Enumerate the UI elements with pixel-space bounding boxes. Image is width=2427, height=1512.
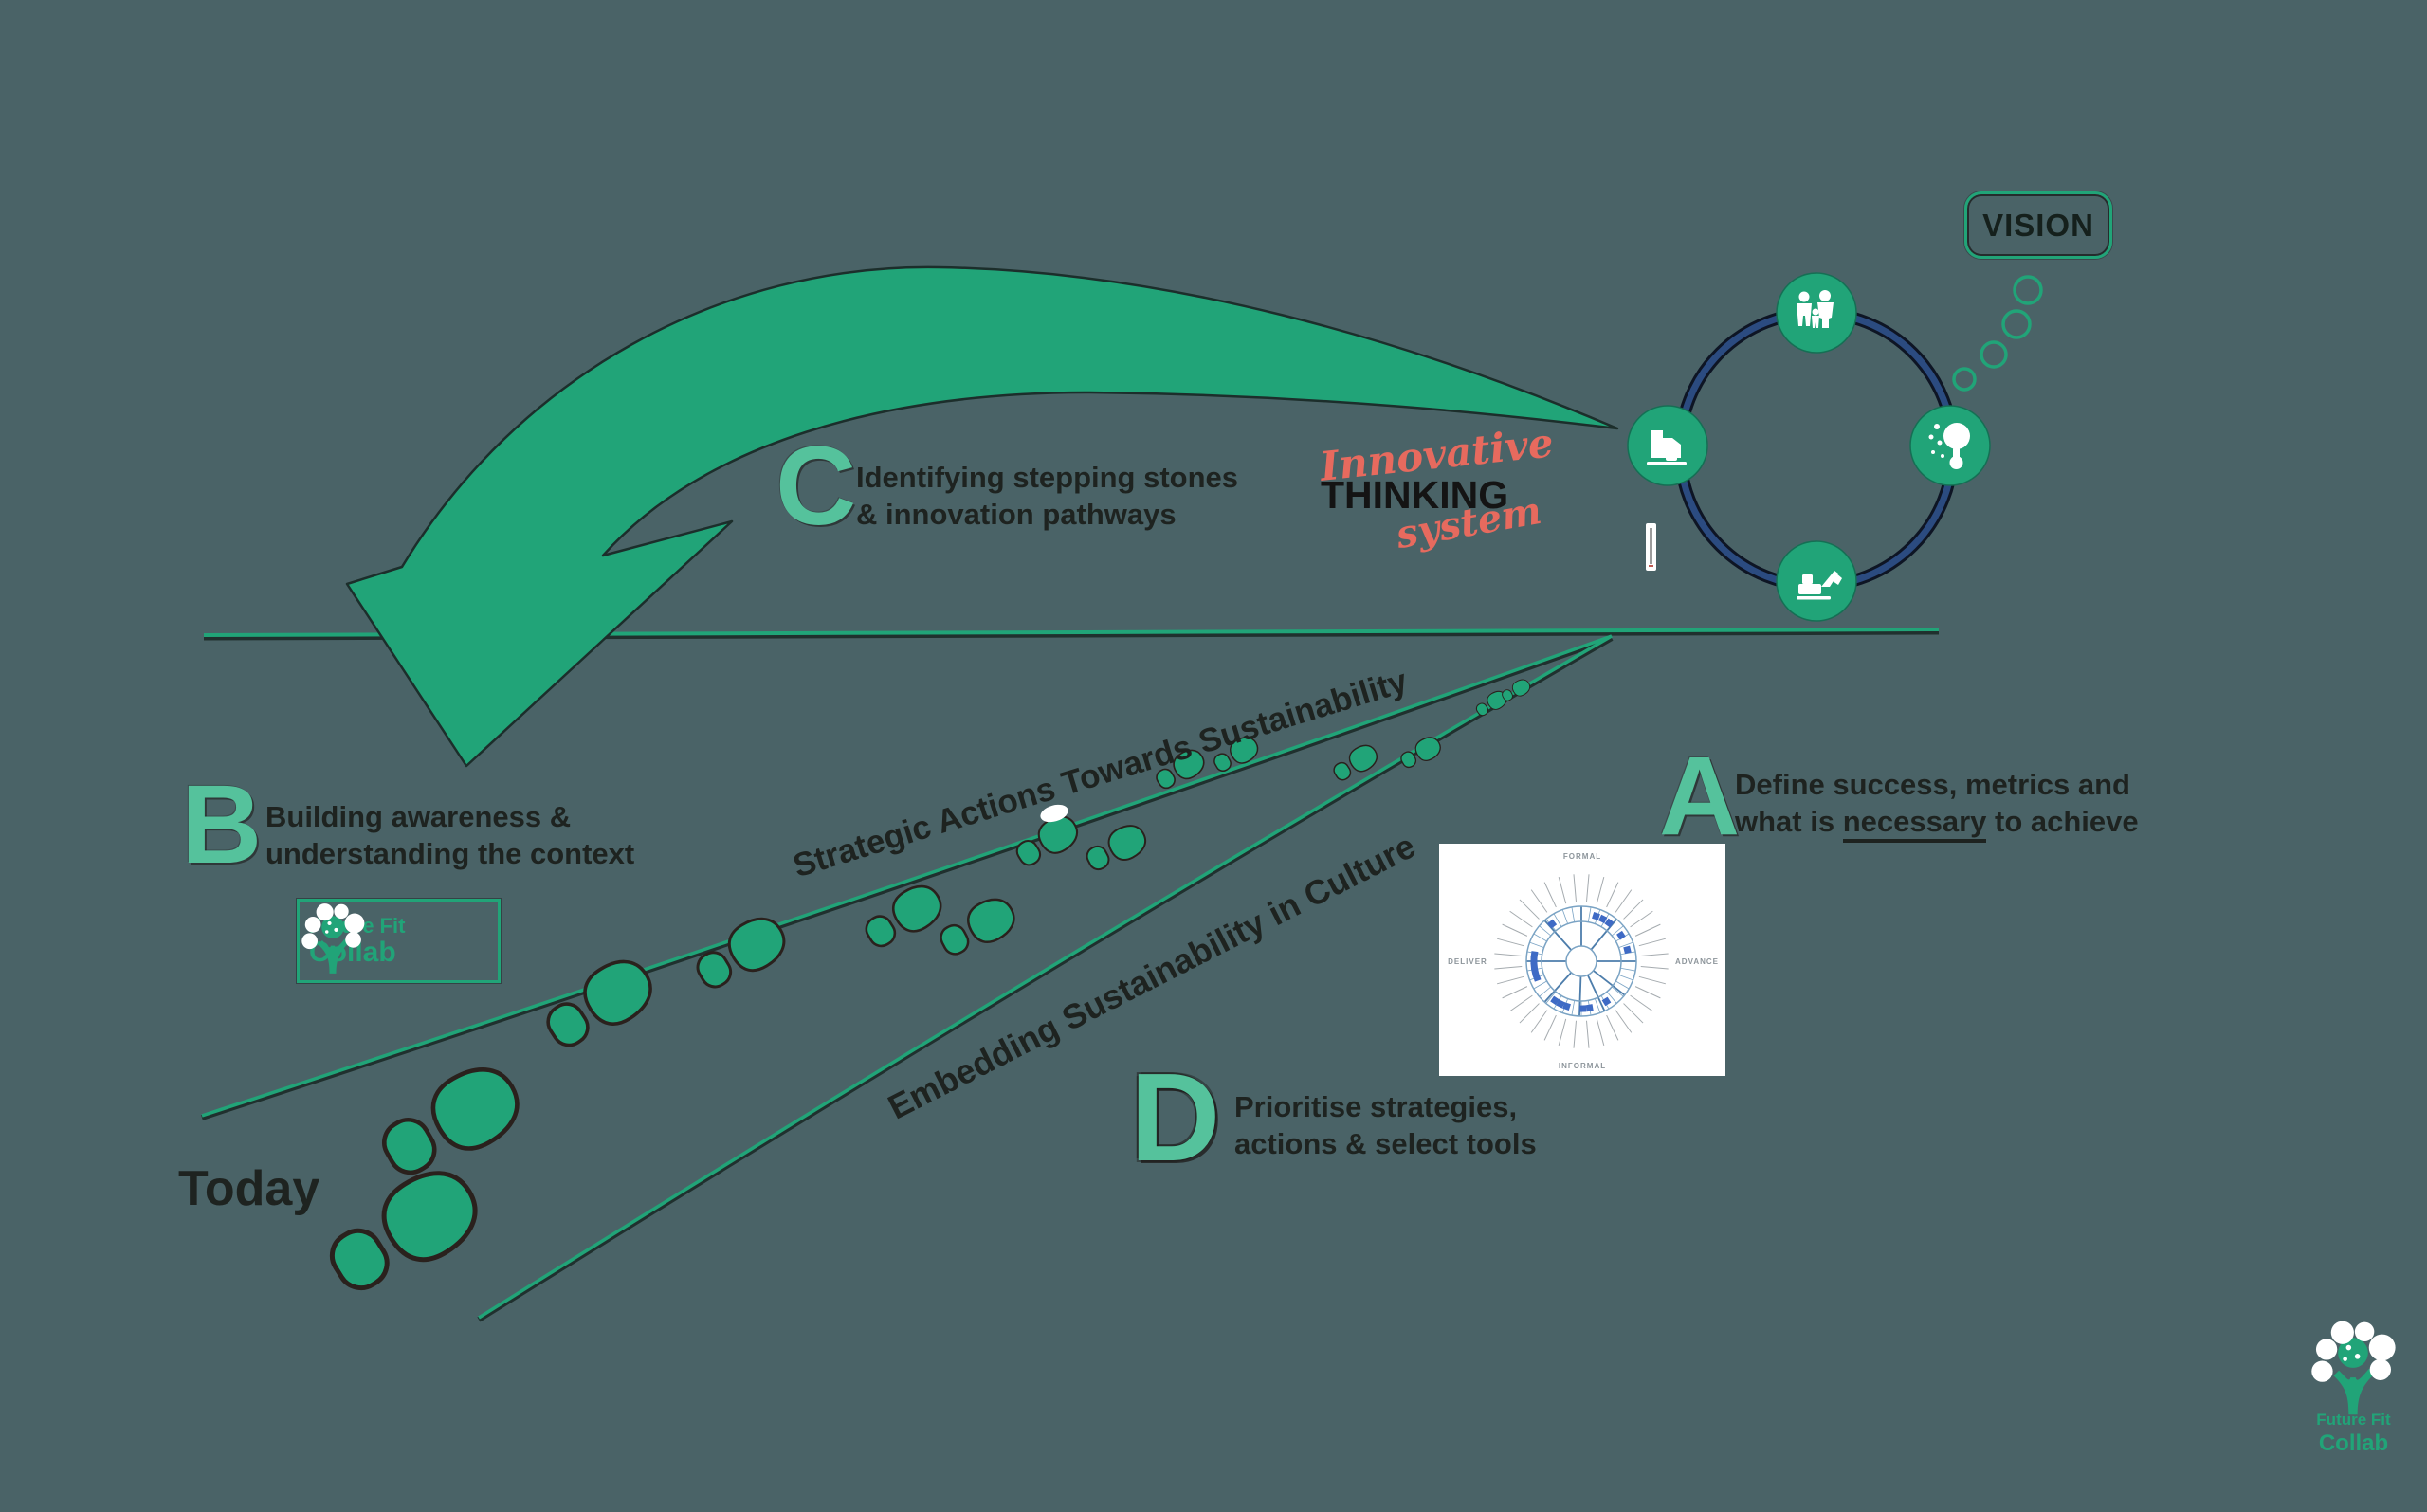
tree-icon <box>1909 405 1991 486</box>
thought-bubbles <box>1952 275 2043 392</box>
step-c-line2: & innovation pathways <box>856 498 1177 531</box>
step-d-line1: Prioritise strategies, <box>1234 1090 1518 1123</box>
futurefit-badge: Future Fit Collab <box>296 898 502 984</box>
footprints-trail <box>318 676 1533 1306</box>
text-cursor <box>1646 523 1656 571</box>
step-a-text: Define success, metrics and what is nece… <box>1735 766 2139 843</box>
path-lines <box>201 634 1614 1322</box>
step-c-letter: C <box>776 424 857 549</box>
people-icon <box>1776 272 1857 354</box>
step-d-text: Prioritise strategies, actions & select … <box>1234 1088 1537 1162</box>
step-a-letter: A <box>1659 734 1741 859</box>
machine-icon <box>1627 405 1708 486</box>
footer-logo-text: Future Fit Collab <box>2294 1411 2413 1457</box>
vision-label: VISION <box>1982 207 2094 243</box>
step-c-text: Identifying stepping stones & innovation… <box>856 459 1238 533</box>
wheel-label-advance: ADVANCE <box>1675 957 1719 966</box>
thinking-logo-line2: THINKING <box>1321 473 1509 517</box>
wheel-label-informal: INFORMAL <box>1559 1062 1606 1070</box>
footer-brand-line1: Future Fit <box>2316 1411 2391 1429</box>
underlined-word: necessary <box>1842 805 1987 843</box>
step-d-letter: D <box>1130 1047 1221 1187</box>
vision-box: VISION <box>1964 191 2112 259</box>
wheel-label-deliver: DELIVER <box>1448 957 1487 966</box>
stepping-stone <box>1040 804 1068 823</box>
badge-tree-icon <box>301 903 365 974</box>
footer-brand-line2: Collab <box>2318 1430 2389 1456</box>
today-label: Today <box>178 1161 320 1216</box>
step-d-line2: actions & select tools <box>1234 1127 1537 1160</box>
journey-arrow <box>345 265 1619 768</box>
step-a-line1: Define success, metrics and <box>1735 768 2130 801</box>
step-a-line2: what is necessary to achieve <box>1735 803 2139 843</box>
step-b-line1: Building awareness & <box>265 800 572 833</box>
step-b-letter: B <box>181 762 263 887</box>
footer-logo-tree <box>2311 1321 2396 1415</box>
wheel-label-formal: FORMAL <box>1563 852 1601 861</box>
step-b-text: Building awareness & understanding the c… <box>265 798 634 872</box>
step-c-line1: Identifying stepping stones <box>856 461 1239 494</box>
excavator-icon <box>1776 540 1857 622</box>
culture-wheel-chart: FORMAL INFORMAL DELIVER ADVANCE <box>1439 844 1725 1076</box>
step-b-line2: understanding the context <box>265 837 635 870</box>
